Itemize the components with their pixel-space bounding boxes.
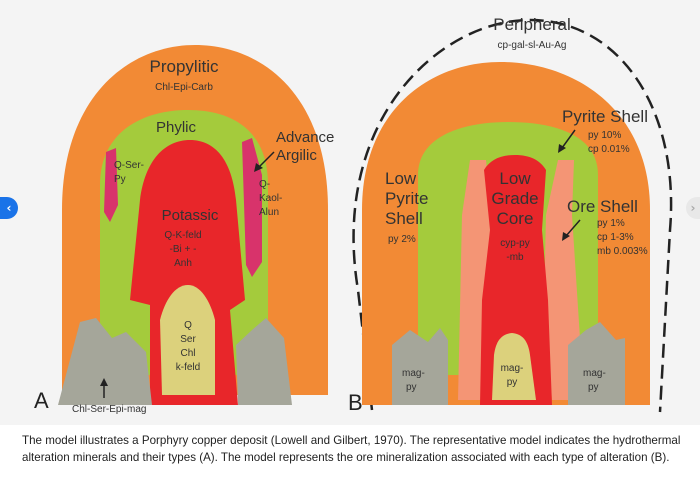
chevron-left-icon: ‹ xyxy=(7,201,12,215)
core-minerals-line2: Ser xyxy=(180,334,196,345)
ore-shell-line1: py 1% xyxy=(597,218,625,229)
potassic-minerals-line1: Q-K-feld xyxy=(164,230,201,241)
low-pyrite-line4: py 2% xyxy=(388,234,416,245)
low-grade-line5: -mb xyxy=(506,252,524,263)
chevron-right-icon: › xyxy=(691,201,696,215)
ore-shell-line3: mb 0.003% xyxy=(597,246,648,257)
porphyry-figure: Propylitic Chl-Epi-Carb Phylic Q-Ser- Py… xyxy=(0,0,700,425)
mag-py-right-line2: py xyxy=(588,382,599,393)
low-grade-line3: Core xyxy=(497,209,534,228)
panel-letter-b: B xyxy=(348,390,363,415)
bottom-label-a: Chl-Ser-Epi-mag xyxy=(72,404,146,415)
mag-py-center-line1: mag- xyxy=(501,363,524,374)
ore-shell-title: Ore Shell xyxy=(567,197,638,216)
figure-caption: The model illustrates a Porphyry copper … xyxy=(22,432,684,466)
phylic-minerals-line2: Py xyxy=(114,174,126,185)
low-grade-line1: Low xyxy=(499,169,531,188)
advance-argilic-line1: Advance xyxy=(276,129,334,146)
potassic-minerals-line2: -Bi + - xyxy=(170,244,197,255)
core-minerals-line1: Q xyxy=(184,320,192,331)
core-minerals-line3: Chl xyxy=(180,348,195,359)
low-grade-line2: Grade xyxy=(491,189,538,208)
low-grade-line4: cyp-py xyxy=(500,238,529,249)
advance-argilic-line2: Argilic xyxy=(276,147,317,164)
mag-py-right-line1: mag- xyxy=(583,368,606,379)
argilic-minerals-line2: Kaol- xyxy=(259,193,282,204)
diagram-canvas: Propylitic Chl-Epi-Carb Phylic Q-Ser- Py… xyxy=(0,0,700,425)
propylitic-title: Propylitic xyxy=(150,57,219,76)
panel-letter-a: A xyxy=(34,388,49,413)
pyrite-shell-title: Pyrite Shell xyxy=(562,107,648,126)
phylic-title: Phylic xyxy=(156,119,197,136)
peripheral-minerals: cp-gal-sl-Au-Ag xyxy=(498,40,567,51)
potassic-title: Potassic xyxy=(162,207,219,224)
low-pyrite-line2: Pyrite xyxy=(385,189,428,208)
propylitic-minerals: Chl-Epi-Carb xyxy=(155,82,213,93)
rock-left-b xyxy=(392,328,448,405)
core-minerals-line4: k-feld xyxy=(176,362,200,373)
ore-shell-line2: cp 1-3% xyxy=(597,232,634,243)
mag-py-left-line2: py xyxy=(406,382,417,393)
argilic-minerals-line3: Alun xyxy=(259,207,279,218)
mag-py-left-line1: mag- xyxy=(402,368,425,379)
phylic-minerals-line1: Q-Ser- xyxy=(114,160,144,171)
low-pyrite-line1: Low xyxy=(385,169,417,188)
potassic-minerals-line3: Anh xyxy=(174,258,192,269)
argilic-minerals-line1: Q- xyxy=(259,179,270,190)
peripheral-title: Peripheral xyxy=(493,15,571,34)
mag-py-center-line2: py xyxy=(507,377,518,388)
pyrite-shell-line2: cp 0.01% xyxy=(588,144,630,155)
pyrite-shell-line1: py 10% xyxy=(588,130,621,141)
low-pyrite-line3: Shell xyxy=(385,209,423,228)
